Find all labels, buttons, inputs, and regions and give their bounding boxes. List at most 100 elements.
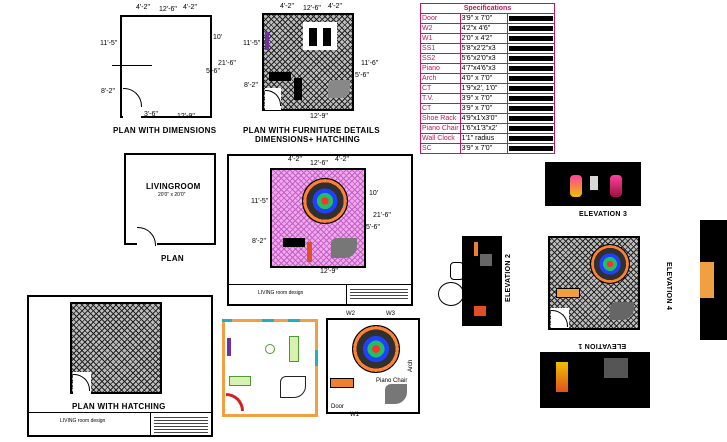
spec-value: 3'9" x 7'0": [459, 103, 509, 114]
dim-f-left-bottom: 8'-2": [244, 82, 258, 89]
spec-notes-bar: [507, 33, 555, 44]
cyan-window-right: [315, 350, 318, 366]
titleblock-lines: [350, 287, 408, 301]
window-mark: [112, 65, 152, 66]
dim-f-right: 11'-6": [361, 60, 379, 67]
caption-elevation-2: ELEVATION 2: [505, 253, 512, 302]
spec-notes-bar: [507, 13, 555, 24]
dim-left-bottom: 8'-2": [101, 88, 115, 95]
dim-p-top-mid: 12'-6": [310, 160, 328, 167]
redacted-bar: [509, 106, 553, 111]
dim-right-mid: 5'-6": [206, 68, 220, 75]
spec-notes-bar: [507, 73, 555, 84]
spec-notes-bar: [507, 63, 555, 74]
purple-wall-mark: [265, 32, 269, 50]
dim-bottom-right: 12'-9": [177, 113, 195, 120]
simple-room: [124, 153, 216, 245]
pink-furniture-1: [283, 238, 305, 247]
hatching-sheet-frame: [27, 295, 213, 437]
elevation-2-panel: [496, 236, 502, 326]
dim-f-bottom: 12'-9": [310, 113, 328, 120]
titleblock-text: LIVING room design: [258, 290, 304, 296]
spec-notes-bar: [507, 143, 555, 154]
spec-value: 4'0" x 7'0": [459, 73, 509, 84]
dim-p-top-right: 4'-2": [335, 156, 349, 163]
dim-top-left: 4'-2": [136, 4, 150, 11]
dim-top-mid: 12'-6": [159, 6, 177, 13]
spec-notes-bar: [507, 103, 555, 114]
piano-shape: [328, 80, 350, 98]
dim-right-far: 21'-6": [218, 60, 236, 67]
spec-name: T.V.: [420, 93, 461, 104]
dim-f-top-left: 4'-2": [280, 3, 294, 10]
labelled-orange-bar: [330, 378, 354, 388]
living-room-size: 20'0" x 20'0": [158, 192, 186, 198]
sheet-titleblock: [229, 284, 411, 305]
cyan-window-top-2: [288, 319, 300, 322]
spec-value: 4'7"x4'6"x3: [459, 63, 509, 74]
titleblock-divider: [346, 284, 347, 304]
label-w2: W2: [346, 311, 355, 317]
caption-plan-furniture-1: PLAN WITH FURNITURE DETAILS: [243, 126, 380, 135]
thumb-sketch: [438, 282, 464, 306]
spec-notes-bar: [507, 83, 555, 94]
hatching-titleblock-lines: [154, 415, 208, 433]
spec-name: Piano Chair: [420, 123, 461, 134]
dim-f-top-mid: 12'-6": [303, 5, 321, 12]
dim-left-top: 11'-5": [100, 40, 118, 47]
spec-name: SS2: [420, 53, 461, 64]
spec-notes-bar: [507, 93, 555, 104]
dim-p-right-top: 10': [369, 190, 379, 197]
spec-name: CT: [420, 103, 461, 114]
piano-outline: [280, 376, 306, 398]
sheet-frame: [227, 154, 413, 306]
spec-value: 3'9" x 7'0": [459, 13, 509, 24]
spec-notes-bar: [507, 23, 555, 34]
thumb-grey-1: [480, 254, 492, 266]
chair-round: [265, 344, 275, 354]
spec-name: Shoe Rack: [420, 113, 461, 124]
room-outline: [120, 15, 212, 118]
living-room-label: LIVINGROOM: [146, 182, 201, 191]
dim-bottom-left: 3'-6": [144, 111, 158, 118]
caption-elevation-3: ELEVATION 3: [579, 211, 628, 218]
spec-value: 4'9"x1'x3'0": [459, 113, 509, 124]
spec-value: 1'9"x2', 1'0": [459, 83, 509, 94]
spec-notes-bar: [507, 113, 555, 124]
spec-name: Wall Clock: [420, 133, 461, 144]
table-green: [229, 376, 251, 386]
elev3-decor-1: [570, 175, 582, 197]
spec-notes-bar: [507, 123, 555, 134]
label-door: Door: [331, 404, 345, 410]
caption-elevation-1: ELEVATION 1: [578, 342, 627, 349]
spec-name: Piano: [420, 63, 461, 74]
spec-name: SC: [420, 143, 461, 154]
caption-plan: PLAN: [161, 254, 184, 263]
sofa-block: [309, 28, 317, 46]
dim-top-right: 4'-2": [183, 4, 197, 11]
redacted-bar: [509, 46, 553, 51]
redacted-bar: [509, 146, 553, 151]
label-piano-chair: Piano Chair: [376, 378, 408, 384]
spec-row: T.V.3'9" x 7'0": [420, 93, 555, 104]
dim-right-top: 10': [213, 34, 223, 41]
dim-f-right-mid: 5'-6": [355, 72, 369, 79]
specifications-title: Specifications: [420, 3, 555, 14]
spec-value: 4'2"x 4'6": [459, 23, 509, 34]
rug-circle: [302, 178, 348, 224]
labelled-room: [326, 318, 420, 414]
elevation-center-piano: [610, 302, 634, 320]
shelf-block: [269, 72, 291, 81]
caption-elevation-4: ELEVATION 4: [665, 262, 672, 311]
redacted-bar: [509, 76, 553, 81]
dim-p-right-mid: 5'-6": [366, 224, 380, 231]
redacted-bar: [509, 66, 553, 71]
dim-p-left-bottom: 8'-2": [252, 238, 266, 245]
